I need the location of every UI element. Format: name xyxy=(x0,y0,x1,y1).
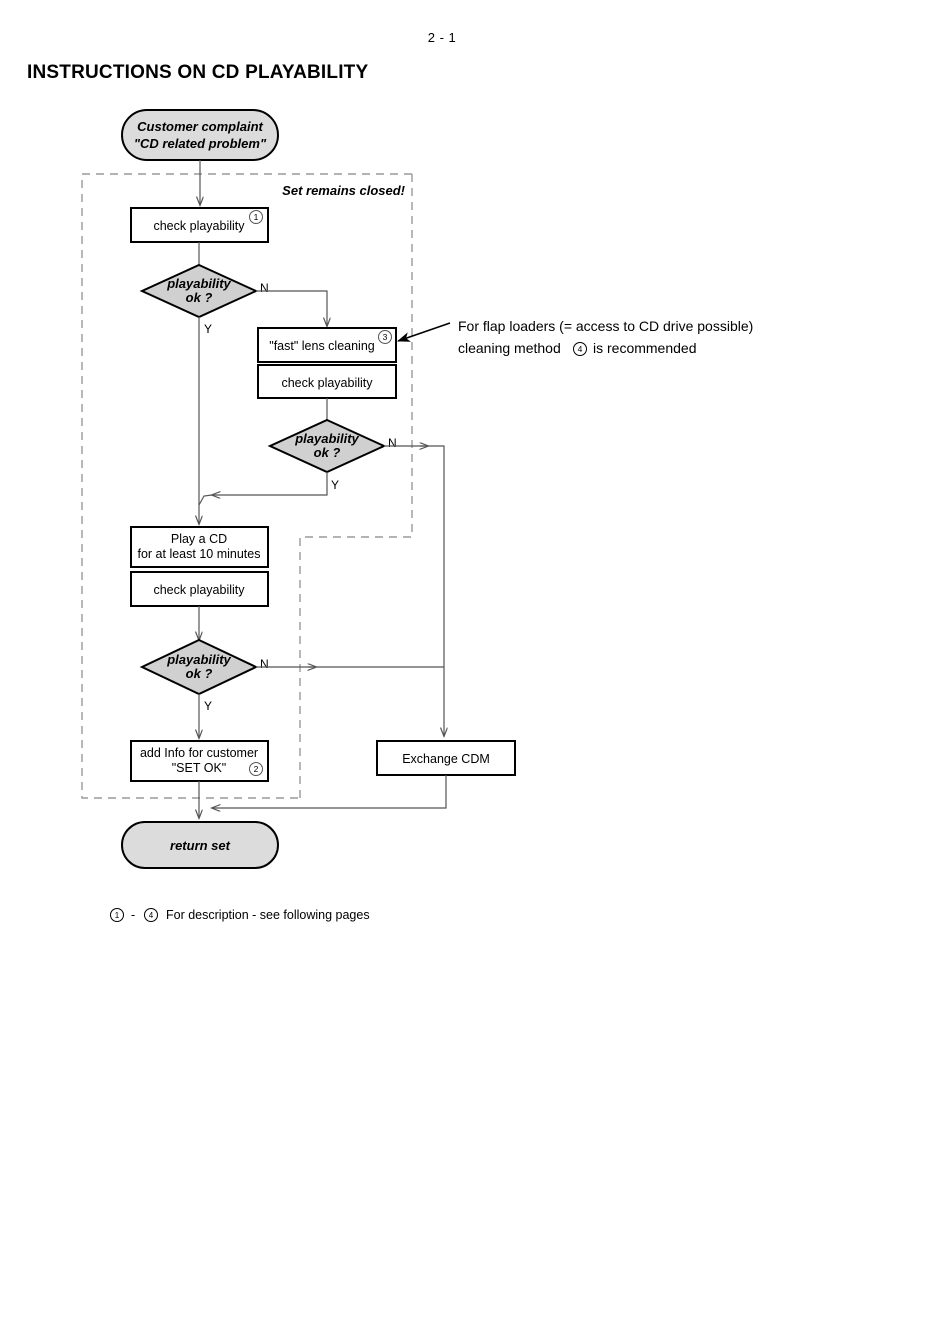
decision-3-line2: ok ? xyxy=(186,666,213,681)
node-decision-3[interactable]: playability ok ? xyxy=(139,638,259,696)
decision-1-line2: ok ? xyxy=(186,290,213,305)
decision-2-line2: ok ? xyxy=(314,445,341,460)
node-exchange-cdm[interactable]: Exchange CDM xyxy=(376,740,516,776)
end-terminal-label: return set xyxy=(170,838,231,853)
node-check-playability-1[interactable]: check playability 1 xyxy=(130,207,269,243)
page-number: 2 - 1 xyxy=(427,30,457,45)
footnote-dash: - xyxy=(131,908,135,922)
decision-2-yes-label: Y xyxy=(331,478,339,492)
connector-right-rail-to-exchange xyxy=(420,445,444,736)
decision-3-no-label: N xyxy=(260,657,269,671)
node-end-terminal[interactable]: return set xyxy=(121,821,279,869)
marker-1-icon: 1 xyxy=(254,212,259,222)
group-label: Set remains closed! xyxy=(282,183,405,198)
annotation-line1: For flap loaders (= access to CD drive p… xyxy=(458,318,753,334)
connector-exchange-to-return xyxy=(212,775,447,808)
marker-4-icon: 4 xyxy=(578,344,583,354)
node-check-playability-3[interactable]: check playability xyxy=(130,571,269,607)
decision-1-no-label: N xyxy=(260,281,269,295)
node-check-playability-2[interactable]: check playability xyxy=(257,364,397,399)
decision-3-yes-label: Y xyxy=(204,699,212,713)
annotation-line2-before: cleaning method xyxy=(458,340,561,356)
play-a-cd-line2: for at least 10 minutes xyxy=(138,547,261,561)
node-add-info[interactable]: add Info for customer "SET OK" 2 xyxy=(130,740,269,782)
play-a-cd-line1: Play a CD xyxy=(171,532,227,546)
check-playability-3-label: check playability xyxy=(153,583,245,597)
page-title: INSTRUCTIONS ON CD PLAYABILITY xyxy=(27,62,369,83)
node-fast-lens-cleaning[interactable]: "fast" lens cleaning 3 xyxy=(257,327,397,363)
connector-merge-elbow xyxy=(198,494,213,506)
decision-1-yes-label: Y xyxy=(204,322,212,336)
annotation-line2-after: is recommended xyxy=(593,340,697,356)
check-playability-2-label: check playability xyxy=(281,376,373,390)
footnote-marker-from-icon: 1 xyxy=(115,911,120,920)
connector-decision2-yes xyxy=(212,472,328,495)
connector-decision1-no xyxy=(256,290,327,326)
check-playability-1-label: check playability xyxy=(153,219,245,233)
exchange-cdm-label: Exchange CDM xyxy=(402,752,490,766)
add-info-line2: "SET OK" xyxy=(172,761,227,775)
set-remains-closed-region xyxy=(81,173,413,799)
node-start-terminal[interactable]: Customer complaint "CD related problem" xyxy=(121,109,279,161)
decision-1-line1: playability xyxy=(166,276,231,291)
node-play-a-cd[interactable]: Play a CD for at least 10 minutes xyxy=(130,526,269,568)
fast-lens-cleaning-label: "fast" lens cleaning xyxy=(269,339,375,353)
decision-2-no-label: N xyxy=(388,436,397,450)
node-decision-2[interactable]: playability ok ? xyxy=(267,418,387,474)
marker-2-icon: 2 xyxy=(254,764,259,774)
footnote-marker-to-icon: 4 xyxy=(149,911,154,920)
marker-3-icon: 3 xyxy=(383,332,388,342)
start-terminal-line2: "CD related problem" xyxy=(134,136,267,151)
start-terminal-line1: Customer complaint xyxy=(137,119,263,134)
decision-2-line1: playability xyxy=(294,431,359,446)
node-decision-1[interactable]: playability ok ? xyxy=(139,263,259,319)
footnote-text: For description - see following pages xyxy=(166,908,370,922)
decision-3-line1: playability xyxy=(166,652,231,667)
add-info-line1: add Info for customer xyxy=(140,746,258,760)
annotation-pointer-arrow xyxy=(397,322,451,342)
